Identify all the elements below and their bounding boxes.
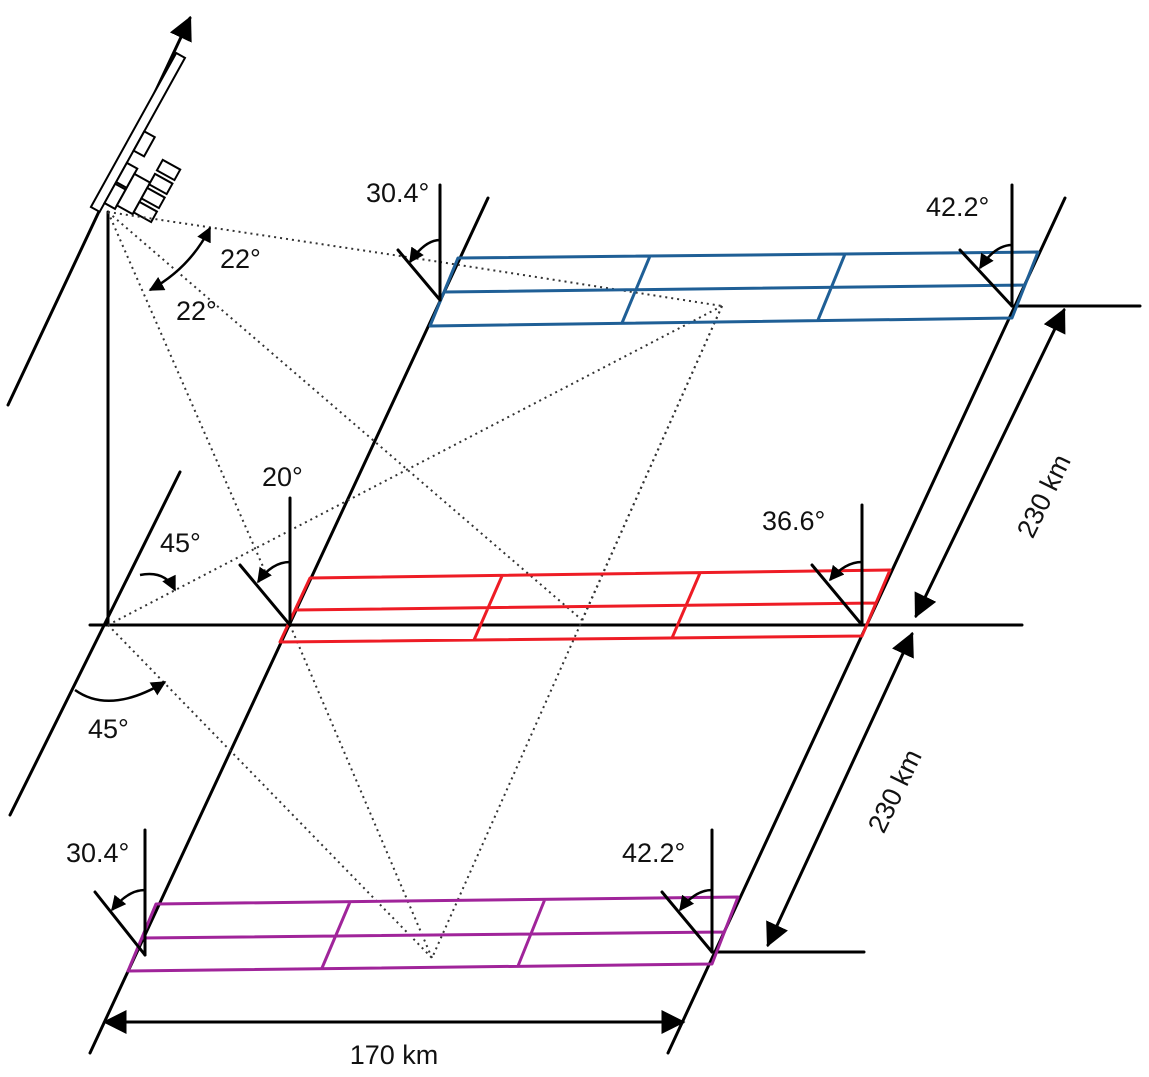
label-blue-right-angle: 42.2°: [926, 192, 989, 222]
label-sat-angle-lower: 22°: [176, 296, 217, 326]
satellite-icon: [89, 51, 187, 224]
red-swath-grid: [278, 568, 892, 644]
red-swath: [278, 568, 892, 644]
label-ground-angle: 45°: [88, 714, 129, 744]
label-purple-right-angle: 42.2°: [622, 838, 685, 868]
label-sat-angle-upper: 22°: [220, 244, 261, 274]
label-dist-upper: 230 km: [1011, 450, 1077, 543]
purple-swath-grid: [126, 895, 740, 973]
label-swath-width: 170 km: [350, 1040, 439, 1070]
blue-swath-grid: [428, 250, 1040, 328]
label-red-right-angle: 36.6°: [762, 506, 825, 536]
label-red-left-angle: 20°: [262, 462, 303, 492]
dist-upper-arrow: [914, 307, 1066, 619]
angle-markers: [74, 183, 1014, 957]
ground-track-line: [8, 470, 182, 817]
purple-swath: [126, 895, 740, 973]
label-dist-lower: 230 km: [862, 745, 928, 838]
blue-swath: [428, 250, 1040, 328]
beam-lines: [107, 211, 723, 959]
dist-lower-arrow: [766, 631, 914, 948]
label-blue-left-angle: 30.4°: [366, 178, 429, 208]
label-purple-left-angle: 30.4°: [66, 838, 129, 868]
label-nadir-angle: 45°: [160, 528, 201, 558]
